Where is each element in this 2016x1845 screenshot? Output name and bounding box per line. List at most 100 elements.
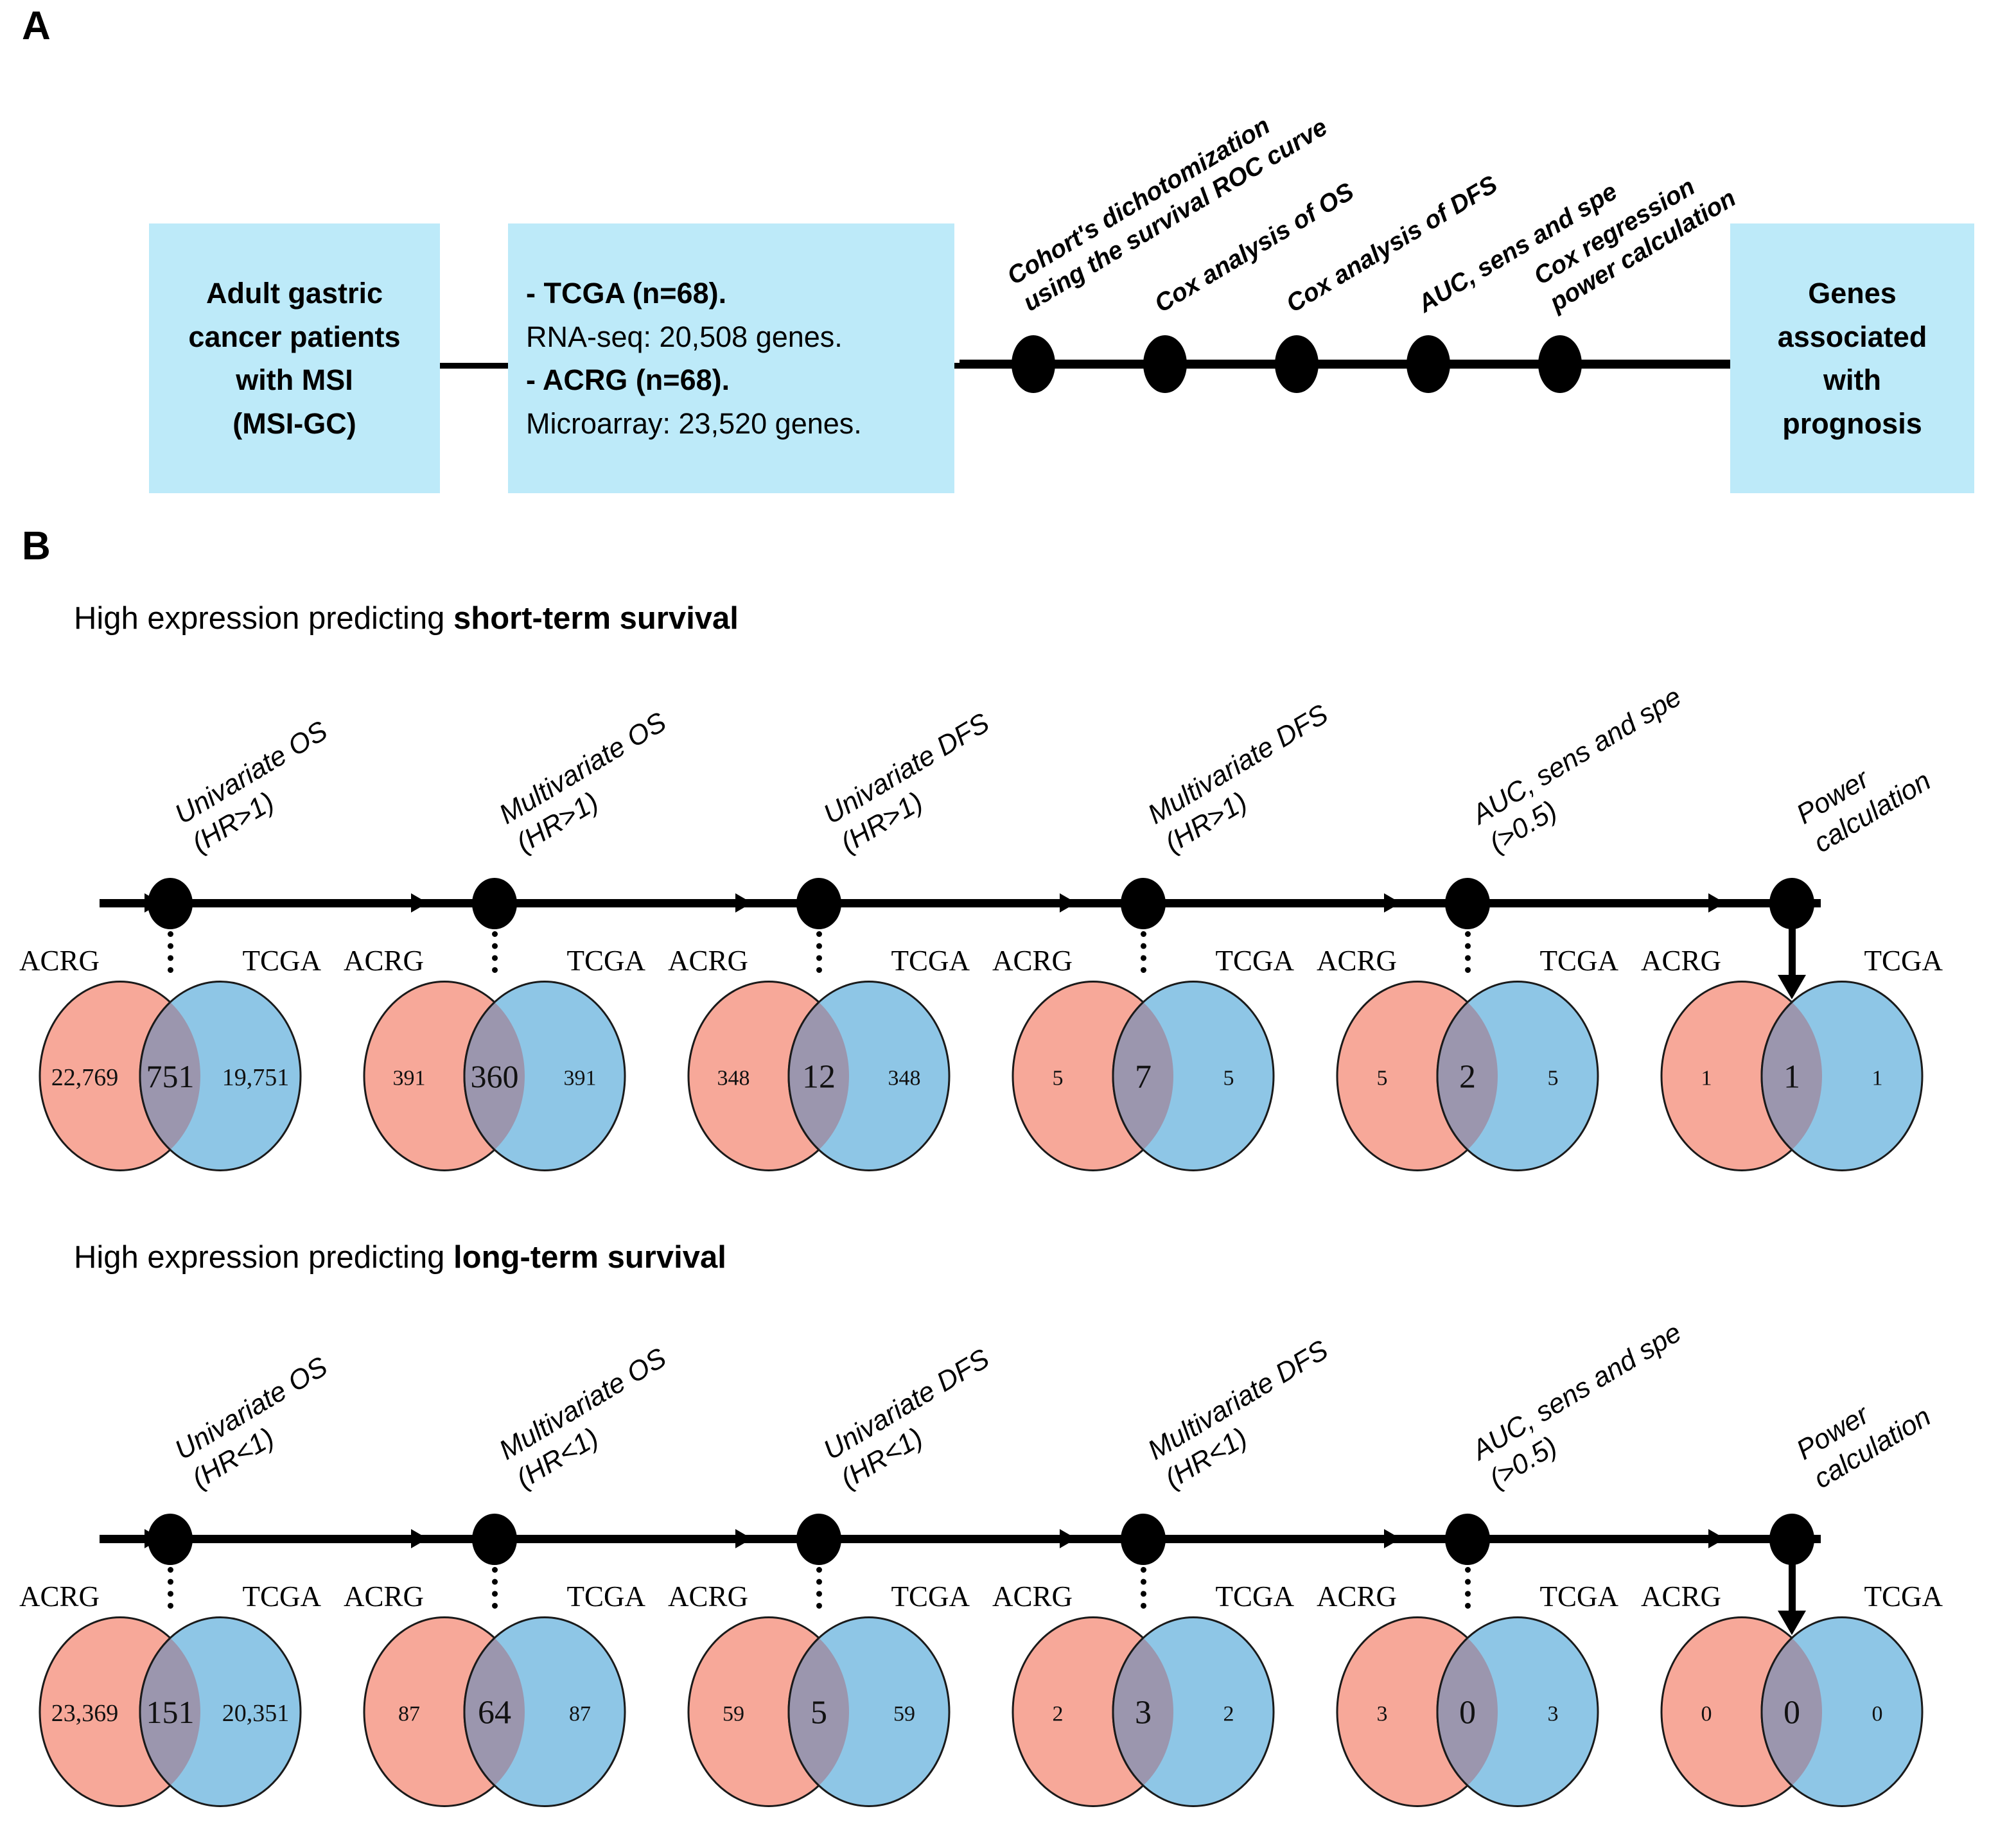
- venn-count-acrg: 59: [723, 1702, 744, 1726]
- venn-overlap-region: [1436, 981, 1498, 1171]
- venn-overlap-region: [1760, 981, 1822, 1171]
- venn-count-shared: 0: [1459, 1694, 1476, 1731]
- outcome-line: prognosis: [1782, 407, 1922, 440]
- heading-emphasis: short-term survival: [453, 601, 739, 636]
- venn-overlap-region: [463, 1617, 525, 1806]
- section-1-step-dot-5: [1445, 878, 1490, 929]
- timeline-arrowhead: [735, 1529, 752, 1548]
- section-heading-1: High expression predicting short-term su…: [74, 600, 739, 636]
- dotted-drop-line: [492, 931, 498, 973]
- outcome-line: associated: [1777, 320, 1927, 353]
- timeline-arrowhead: [1060, 893, 1076, 913]
- cohort-line: Adult gastric: [206, 277, 383, 310]
- venn-overlap-region: [139, 981, 200, 1171]
- venn-label-acrg: ACRG: [1641, 945, 1722, 977]
- section-1-step-dot-3: [796, 878, 841, 929]
- cohort-line: (MSI-GC): [232, 407, 356, 440]
- venn-label-acrg: ACRG: [344, 1580, 425, 1613]
- venn-count-acrg: 23,369: [51, 1700, 119, 1727]
- venn-overlap-region: [139, 1617, 200, 1806]
- section-1-step-dot-6: [1769, 878, 1814, 929]
- section-1-venn-3: ACRG TCGA 348 12 348: [668, 944, 970, 1175]
- venn-label-tcga: TCGA: [1864, 945, 1943, 977]
- section-2-step-dot-5: [1445, 1514, 1490, 1565]
- datasets-box: - TCGA (n=68).RNA-seq: 20,508 genes.- AC…: [508, 223, 954, 493]
- venn-count-tcga: 0: [1872, 1702, 1883, 1726]
- venn-label-acrg: ACRG: [19, 945, 100, 977]
- venn-overlap-region: [787, 981, 849, 1171]
- section-1-step-label-5: AUC, sens and spe(>0.5): [1466, 680, 1705, 861]
- venn-count-shared: 12: [802, 1058, 836, 1095]
- venn-count-shared: 5: [811, 1694, 827, 1731]
- venn-count-shared: 360: [471, 1058, 519, 1094]
- dataset-line: - ACRG (n=68).: [526, 363, 730, 396]
- dotted-drop-line: [816, 931, 822, 973]
- venn-count-shared: 64: [478, 1694, 511, 1731]
- section-1-step-label-4: Multivariate DFS(HR>1): [1142, 697, 1351, 861]
- timeline-arrowhead: [735, 893, 752, 913]
- timeline-arrowhead: [1708, 1529, 1725, 1548]
- dataset-line: - TCGA (n=68).: [526, 277, 727, 310]
- section-heading-2: High expression predicting long-term sur…: [74, 1239, 726, 1275]
- section-1-step-label-3: Univariate DFS(HR>1): [818, 706, 1013, 861]
- panel-b-letter: B: [22, 524, 51, 568]
- panel-a-step-dot-5: [1538, 335, 1582, 393]
- cohort-line: with MSI: [236, 363, 353, 396]
- section-2-step-label-5: AUC, sens and spe(>0.5): [1466, 1316, 1705, 1496]
- venn-count-acrg: 391: [393, 1066, 426, 1090]
- venn-count-acrg: 348: [717, 1066, 750, 1090]
- timeline-arrowhead: [1708, 893, 1725, 913]
- section-1-step-label-2: Multivariate OS(HR>1): [493, 706, 690, 861]
- venn-label-tcga: TCGA: [1539, 1580, 1619, 1613]
- venn-count-tcga: 87: [569, 1702, 591, 1726]
- venn-overlap-region: [1112, 981, 1173, 1171]
- venn-label-acrg: ACRG: [1317, 1580, 1398, 1613]
- timeline-arrowhead: [1384, 1529, 1401, 1548]
- section-1-step-dot-2: [472, 878, 517, 929]
- timeline-arrowhead: [411, 893, 428, 913]
- section-2-step-dot-3: [796, 1514, 841, 1565]
- venn-count-acrg: 0: [1701, 1702, 1712, 1726]
- venn-count-acrg: 5: [1377, 1066, 1388, 1090]
- venn-count-tcga: 1: [1872, 1066, 1883, 1090]
- step-label-line: Cox analysis of DFS: [1281, 170, 1503, 319]
- venn-count-acrg: 5: [1053, 1066, 1064, 1090]
- venn-count-tcga: 2: [1223, 1702, 1234, 1726]
- venn-count-tcga: 391: [564, 1066, 597, 1090]
- venn-count-tcga: 3: [1548, 1702, 1559, 1726]
- venn-count-acrg: 87: [398, 1702, 420, 1726]
- panel-a-step-dot-1: [1012, 335, 1055, 393]
- venn-count-tcga: 348: [888, 1066, 921, 1090]
- panel-a-step-dot-3: [1275, 335, 1319, 393]
- section-2-step-label-4: Multivariate DFS(HR<1): [1142, 1333, 1351, 1496]
- dotted-drop-line: [168, 1567, 173, 1609]
- venn-overlap-region: [1760, 1617, 1822, 1806]
- venn-overlap-region: [787, 1617, 849, 1806]
- section-2-step-dot-6: [1769, 1514, 1814, 1565]
- venn-label-acrg: ACRG: [992, 945, 1073, 977]
- dotted-drop-line: [1465, 1567, 1471, 1609]
- dotted-drop-line: [168, 931, 173, 973]
- section-2-step-dot-4: [1121, 1514, 1166, 1565]
- heading-prefix: High expression predicting: [74, 1240, 454, 1275]
- venn-label-acrg: ACRG: [668, 945, 749, 977]
- venn-count-shared: 151: [146, 1694, 195, 1730]
- venn-count-shared: 7: [1135, 1058, 1152, 1095]
- venn-count-acrg: 22,769: [51, 1064, 119, 1091]
- panel-a-step-dot-4: [1407, 335, 1450, 393]
- venn-label-acrg: ACRG: [668, 1580, 749, 1613]
- venn-count-tcga: 5: [1223, 1066, 1234, 1090]
- timeline-arrowhead: [411, 1529, 428, 1548]
- connector-1: [440, 363, 508, 369]
- outcome-line: Genes: [1808, 277, 1897, 310]
- heading-prefix: High expression predicting: [74, 601, 454, 636]
- heading-emphasis: long-term survival: [453, 1240, 726, 1275]
- section-1-step-label-1: Univariate OS(HR>1): [169, 714, 351, 861]
- venn-label-tcga: TCGA: [891, 945, 970, 977]
